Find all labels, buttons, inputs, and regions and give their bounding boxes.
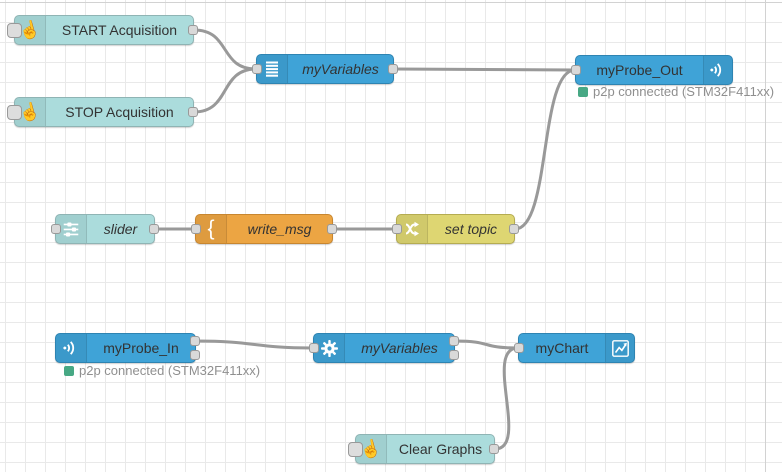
output-port-1[interactable] — [190, 336, 200, 346]
output-port-2[interactable] — [190, 350, 200, 360]
node-status: p2p connected (STM32F411xx) — [578, 84, 774, 99]
hand-pointer-icon: ☝ — [356, 435, 387, 463]
node-label: myChart — [535, 340, 589, 356]
node-myprobe-out[interactable]: myProbe_Out — [571, 55, 733, 85]
inject-button[interactable] — [7, 23, 22, 38]
inject-button[interactable] — [348, 442, 363, 457]
output-port-2[interactable] — [449, 350, 459, 360]
output-port[interactable] — [489, 444, 499, 454]
wire-settopic-to-myprobeout[interactable] — [513, 68, 577, 231]
wire-start-to-myvariables[interactable] — [192, 28, 258, 71]
node-label: write_msg — [247, 221, 312, 237]
node-inject-start-acquisition[interactable]: ☝ START Acquisition — [7, 15, 198, 45]
status-connected-dot — [578, 86, 588, 97]
status-text: p2p connected (STM32F411xx) — [593, 84, 775, 99]
node-myvariables-bottom[interactable]: myVariables — [309, 333, 459, 363]
wire-myprobein-to-myvariables[interactable] — [194, 339, 315, 350]
node-label: START Acquisition — [61, 22, 178, 38]
node-inject-stop-acquisition[interactable]: ☝ STOP Acquisition — [7, 97, 198, 127]
input-port[interactable] — [392, 224, 402, 234]
output-port-1[interactable] — [449, 336, 459, 346]
node-label: STOP Acquisition — [65, 104, 174, 120]
node-label: myProbe_Out — [596, 62, 683, 78]
node-myvariables-top[interactable]: myVariables — [252, 54, 398, 84]
input-port[interactable] — [309, 343, 319, 353]
output-port[interactable] — [188, 25, 198, 35]
node-label: Clear Graphs — [398, 441, 483, 457]
node-label: slider — [103, 221, 138, 237]
input-port[interactable] — [51, 224, 61, 234]
status-connected-dot — [64, 365, 74, 376]
node-set-topic[interactable]: set topic — [392, 214, 519, 244]
status-text: p2p connected (STM32F411xx) — [79, 363, 261, 378]
hand-pointer-icon: ☝ — [15, 98, 46, 126]
canvas-edge-right — [765, 0, 766, 472]
input-port[interactable] — [571, 65, 581, 75]
node-write-msg[interactable]: { write_msg — [191, 214, 337, 244]
input-port[interactable] — [252, 64, 262, 74]
sliders-icon — [56, 215, 87, 243]
node-label: set topic — [444, 221, 498, 237]
wire-myvariables-to-myprobeout[interactable] — [392, 67, 577, 72]
input-port[interactable] — [191, 224, 201, 234]
node-myprobe-in[interactable]: myProbe_In — [55, 333, 200, 363]
node-label: myVariables — [361, 340, 438, 356]
output-port[interactable] — [509, 224, 519, 234]
node-slider[interactable]: slider — [51, 214, 159, 244]
curly-brace-icon: { — [196, 215, 227, 243]
wire-stop-to-myvariables[interactable] — [192, 67, 258, 114]
hand-pointer-icon: ☝ — [15, 16, 46, 44]
output-port[interactable] — [388, 64, 398, 74]
line-chart-icon — [605, 334, 634, 362]
gear-icon — [314, 334, 345, 362]
node-inject-clear-graphs[interactable]: ☝ Clear Graphs — [348, 434, 499, 464]
output-port[interactable] — [188, 107, 198, 117]
wire-cleargraphs-to-mychart[interactable] — [493, 346, 520, 451]
input-port[interactable] — [514, 343, 524, 353]
node-label: myProbe_In — [103, 340, 179, 356]
inject-button[interactable] — [7, 105, 22, 120]
wire-myvariables-to-mychart[interactable] — [453, 339, 520, 350]
output-port[interactable] — [327, 224, 337, 234]
signal-waves-icon — [56, 334, 87, 362]
signal-waves-icon — [703, 56, 732, 84]
list-bars-icon — [257, 55, 288, 83]
shuffle-icon — [397, 215, 428, 243]
canvas-edge-top — [0, 2, 782, 3]
node-mychart[interactable]: myChart — [514, 333, 635, 363]
node-label: myVariables — [302, 61, 379, 77]
output-port[interactable] — [149, 224, 159, 234]
node-status: p2p connected (STM32F411xx) — [64, 363, 260, 378]
